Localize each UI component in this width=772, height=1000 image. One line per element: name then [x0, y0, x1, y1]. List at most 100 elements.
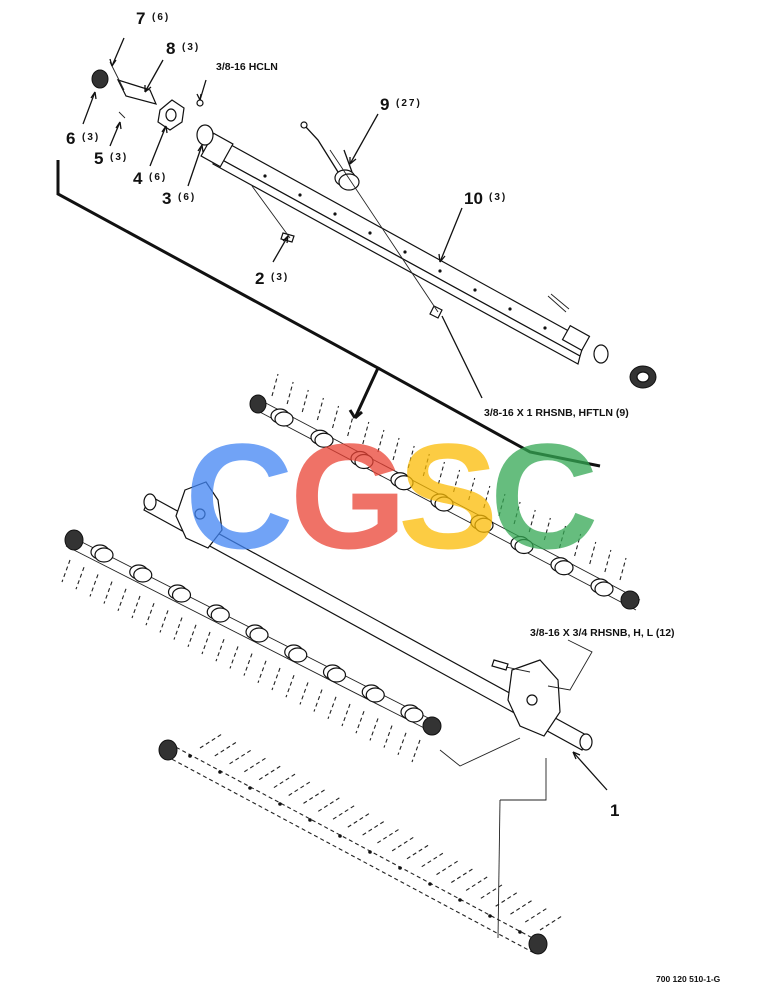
callout-3-qty: (6) [178, 192, 196, 203]
tine [229, 646, 239, 669]
tine [483, 485, 491, 509]
left-end-hardware [91, 61, 214, 146]
tine [411, 739, 421, 763]
tine [391, 836, 415, 852]
watermark-letter-c1: C [185, 412, 293, 580]
tine [271, 667, 281, 691]
tine [288, 781, 311, 796]
tine [214, 741, 238, 757]
tine [89, 574, 99, 597]
bar-hole [278, 802, 282, 806]
watermark-letter-c2: C [490, 412, 598, 580]
tine-coil [354, 453, 374, 470]
tine [407, 445, 415, 469]
callout-3-number: 3 [162, 189, 171, 208]
tine [159, 610, 169, 633]
tine [286, 381, 294, 405]
tine [299, 682, 309, 705]
callout-10-number: 10 [464, 189, 483, 208]
tine-coil [594, 581, 614, 597]
tine [187, 624, 197, 647]
tine-coil [474, 517, 494, 533]
tine [131, 595, 141, 619]
tine [383, 725, 393, 748]
callout-labels: 7 (6) 8 (3) 6 (3) 5 (3) 4 (6) 3 (6) 9 (2… [66, 9, 619, 820]
tine-coil [314, 432, 334, 448]
callout-8-number: 8 [166, 39, 175, 58]
callout-1-number: 1 [610, 801, 619, 820]
bar-hole [518, 930, 522, 934]
tine [524, 907, 548, 923]
bar-hole [218, 770, 222, 774]
bar-hole [458, 898, 462, 902]
tine [355, 711, 365, 734]
cgsc-watermark: C G S C [185, 412, 598, 580]
tine [332, 804, 356, 820]
tine [103, 581, 113, 604]
tine [258, 765, 282, 781]
tine [498, 493, 506, 517]
tine [285, 675, 295, 698]
tine-coil [94, 547, 114, 563]
tine-coil [210, 607, 230, 623]
callout-2-qty: (3) [271, 272, 289, 283]
top-leader-lines [82, 37, 483, 399]
bar-hole [338, 834, 342, 838]
tine-coil [554, 560, 574, 576]
tine [347, 812, 371, 828]
upper-reel-bar [249, 373, 641, 611]
callout-8-qty: (3) [182, 42, 200, 53]
tine [75, 567, 85, 590]
tine [451, 868, 474, 883]
tine-coil [274, 411, 294, 427]
tine [61, 559, 71, 583]
tine [117, 588, 127, 611]
tine [422, 453, 430, 477]
bottom-reel-bar [158, 733, 563, 955]
bar-hole [188, 754, 192, 758]
tine-coil [514, 538, 534, 555]
tine-coil [394, 475, 414, 491]
tine [397, 732, 407, 755]
tine [465, 875, 489, 891]
tine [331, 405, 340, 429]
tine [589, 541, 597, 565]
tine [243, 653, 253, 676]
tine [362, 820, 385, 836]
note-rhsnb-hl: 3/8-16 X 3/4 RHSNB, H, L (12) [530, 627, 675, 639]
tine [316, 397, 324, 421]
tine [173, 617, 183, 640]
tine [392, 437, 400, 461]
tine-coil [326, 667, 347, 683]
tine [229, 749, 252, 765]
tine [145, 603, 155, 626]
tine [377, 828, 400, 844]
bar-hole [488, 914, 492, 918]
callout-5-number: 5 [94, 149, 103, 168]
tine-coil [171, 587, 192, 603]
tine [301, 389, 309, 413]
tine [271, 373, 279, 397]
tine [303, 788, 326, 804]
tine [199, 733, 223, 749]
assembly-link-line [56, 160, 601, 468]
tine [369, 718, 379, 741]
tine [347, 413, 355, 437]
callout-9-number: 9 [380, 95, 389, 114]
tine-spring [300, 121, 360, 191]
tine [468, 477, 476, 501]
tine [327, 696, 337, 719]
hardware-notes: 3/8-16 HCLN 3/8-16 X 1 RHSNB, HFTLN (9) … [216, 61, 675, 639]
tine [574, 533, 582, 557]
callout-7-number: 7 [136, 9, 145, 28]
tine-coil [434, 496, 454, 512]
tine [543, 517, 551, 541]
tine-coil [365, 687, 385, 703]
tine [604, 549, 612, 573]
callout-6-number: 6 [66, 129, 75, 148]
note-rhsnb-hftln: 3/8-16 X 1 RHSNB, HFTLN (9) [484, 407, 629, 419]
tine-coil [133, 567, 153, 583]
tine [436, 860, 459, 876]
outline-connectors [439, 639, 593, 939]
callout-5-qty: (3) [110, 152, 128, 163]
